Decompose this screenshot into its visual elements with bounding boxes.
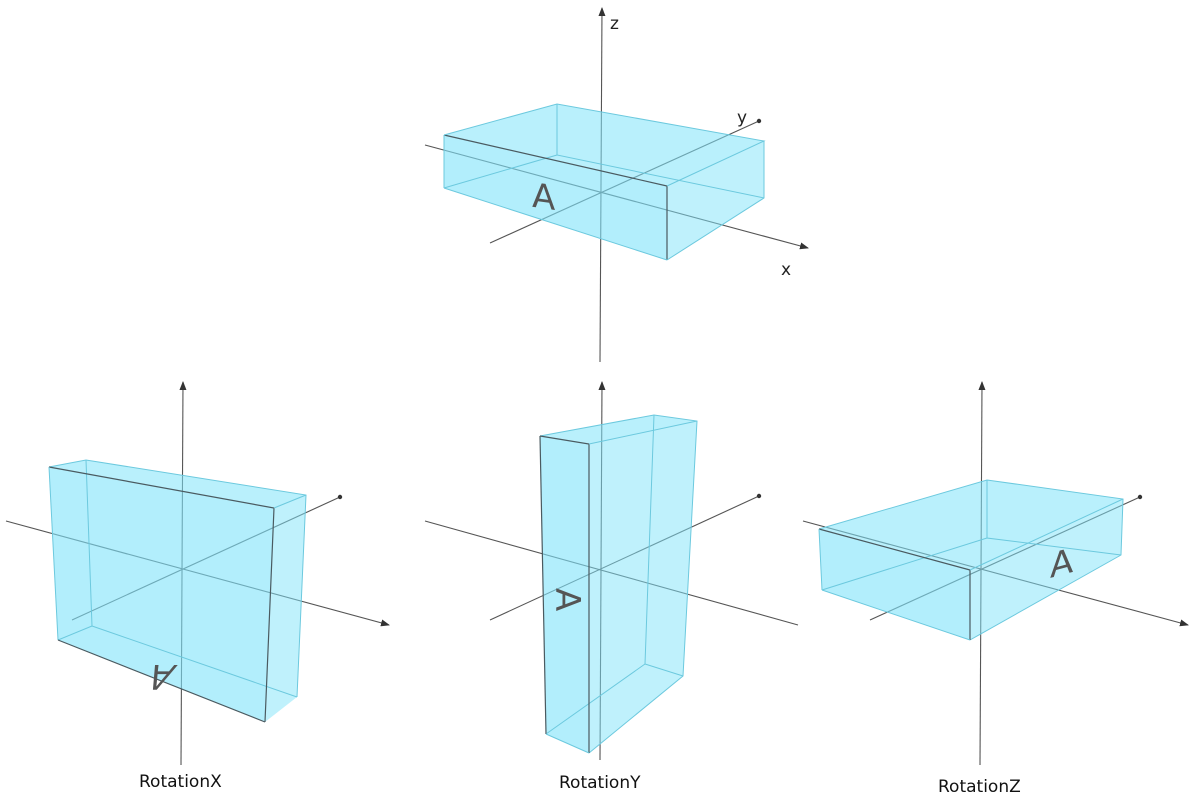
face-letter-ry: A bbox=[547, 588, 587, 611]
rotation-y-view: A RotationY bbox=[424, 381, 799, 793]
z-axis-label: z bbox=[610, 14, 619, 34]
caption-rotation-x: RotationX bbox=[139, 772, 222, 792]
face-letter-original: A bbox=[532, 176, 556, 219]
rotation-z-view: A RotationZ bbox=[802, 381, 1189, 797]
y-axis-end-dot-ry bbox=[756, 493, 762, 499]
caption-rotation-y: RotationY bbox=[559, 773, 641, 793]
y-axis-end-dot bbox=[756, 118, 762, 124]
rotation-z-box: A bbox=[818, 479, 1124, 641]
original-box-view: A z y x bbox=[424, 7, 809, 363]
face-letter-rz: A bbox=[1050, 541, 1074, 587]
y-axis-label: y bbox=[737, 108, 747, 128]
caption-rotation-z: RotationZ bbox=[938, 777, 1021, 797]
x-axis-label: x bbox=[781, 260, 791, 280]
y-axis-end-dot-rz bbox=[1137, 494, 1143, 500]
y-axis-end-dot-rx bbox=[337, 494, 343, 500]
rotation-x-box: A bbox=[48, 459, 307, 723]
rotation-y-box: A bbox=[539, 414, 698, 754]
original-box: A bbox=[443, 103, 766, 261]
rotation-x-view: A RotationX bbox=[5, 381, 390, 792]
